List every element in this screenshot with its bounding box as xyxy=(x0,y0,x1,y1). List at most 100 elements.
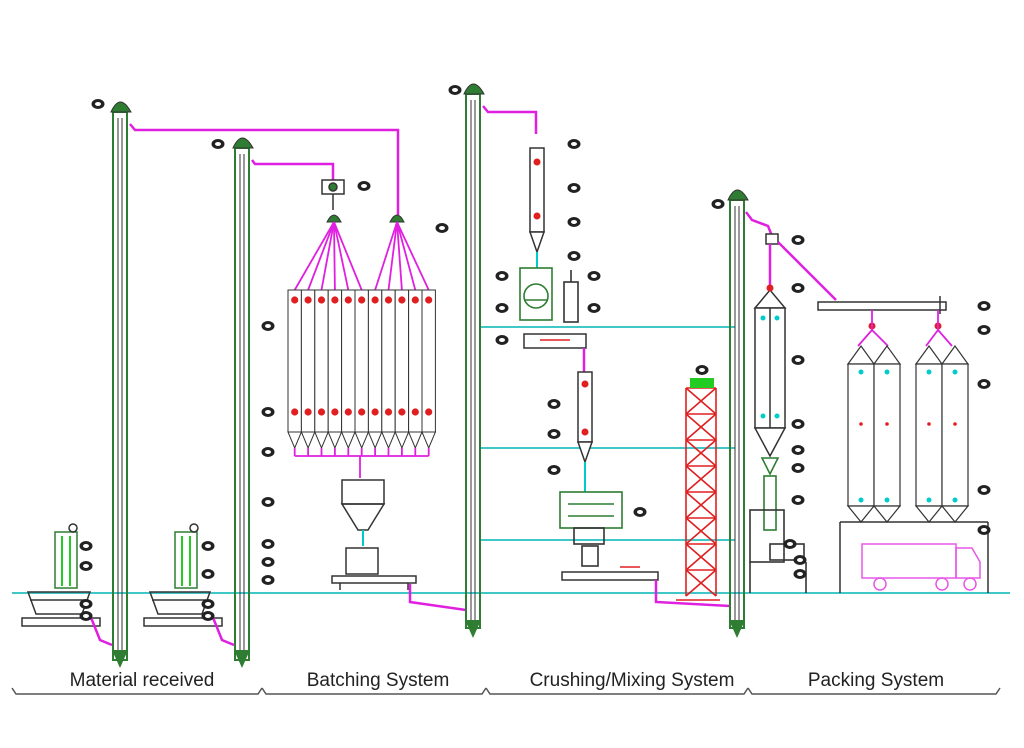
intake-pipes xyxy=(88,614,235,647)
callout-marker-center xyxy=(265,578,271,582)
scale-to-elevator-pipe xyxy=(408,584,467,612)
callout-marker-center xyxy=(265,542,271,546)
tower-brace xyxy=(685,543,717,571)
bin-level-marker xyxy=(384,408,393,416)
callout-marker-center xyxy=(797,558,803,562)
callout-marker-center xyxy=(715,202,721,206)
callout-marker-center xyxy=(215,142,221,146)
callout-marker-center xyxy=(83,564,89,568)
silo-bottom-mark xyxy=(952,497,958,503)
callout-marker-center xyxy=(571,220,577,224)
silo-mid-mark xyxy=(859,422,863,426)
fan-pipe xyxy=(396,221,417,291)
batching-bin-cone xyxy=(381,431,396,450)
crushing-mixing-area xyxy=(463,83,731,638)
callout-marker-center xyxy=(787,542,793,546)
distributor-heads xyxy=(326,214,405,223)
callout-marker-center xyxy=(591,306,597,310)
silo-top-mark xyxy=(926,369,932,375)
bin-level-marker xyxy=(291,408,299,416)
bin-level-marker xyxy=(291,296,299,304)
pre-crush-bin xyxy=(528,147,546,255)
bracket-packing xyxy=(747,687,1001,695)
bin-level-marker xyxy=(398,296,406,304)
callout-marker-center xyxy=(699,368,705,372)
silo-icon xyxy=(873,363,901,507)
bin-level-marker xyxy=(358,408,366,416)
silo-roof xyxy=(940,344,970,365)
tower-brace xyxy=(685,387,717,415)
callout-marker-center xyxy=(205,572,211,576)
batching-bin-cone xyxy=(354,431,370,450)
callout-marker-center xyxy=(83,544,89,548)
callout-marker-center xyxy=(591,274,597,278)
callout-marker-center xyxy=(571,254,577,258)
floor-lines xyxy=(12,326,1010,594)
callout-marker-center xyxy=(637,510,643,514)
callout-marker-center xyxy=(265,410,271,414)
callout-marker-center xyxy=(795,358,801,362)
callout-marker-center xyxy=(205,544,211,548)
callout-marker-center xyxy=(361,184,367,188)
conveyor-drop-pipes xyxy=(857,310,953,347)
callout-marker-center xyxy=(981,488,987,492)
bin-level-marker xyxy=(317,296,326,304)
pre-mix-bin-markers xyxy=(581,380,589,436)
silo-cone xyxy=(846,505,876,523)
bin-level-marker xyxy=(317,408,326,416)
mixer-to-elevator4-pipe xyxy=(654,580,731,608)
lattice-tower xyxy=(685,387,717,597)
batching-pipes xyxy=(129,123,400,215)
callout-marker-center xyxy=(265,450,271,454)
batching-bin-cone xyxy=(407,431,423,450)
silo-roof xyxy=(872,344,902,365)
callout-marker-center xyxy=(795,422,801,426)
bin-level-marker xyxy=(344,408,352,416)
bin-level-marker xyxy=(425,408,433,416)
callout-marker-center xyxy=(95,102,101,106)
fan-pipe xyxy=(293,221,335,291)
bin-level-marker xyxy=(425,296,433,304)
bin-level-marker xyxy=(331,408,339,416)
truck-icon xyxy=(861,543,981,591)
silo-icon xyxy=(915,363,943,507)
packing-bin-top-marker xyxy=(766,284,774,292)
pre-crush-bin-markers xyxy=(533,158,541,220)
callout-marker-center xyxy=(795,498,801,502)
batching-bin-cone xyxy=(300,431,316,450)
callout-marker-center xyxy=(551,468,557,472)
packing-bin-cyan-marks xyxy=(760,315,780,419)
section-brackets xyxy=(11,687,1001,695)
bracket-material xyxy=(11,687,263,695)
bracket-crushing xyxy=(485,687,749,695)
callout-marker-center xyxy=(795,286,801,290)
callout-marker-center xyxy=(981,528,987,532)
callout-marker-center xyxy=(265,560,271,564)
fan-pipe xyxy=(333,221,336,291)
silo-bottom-mark xyxy=(858,497,864,503)
silo-cone xyxy=(940,505,970,523)
bin-level-marker xyxy=(411,408,419,416)
batching-system-area xyxy=(129,123,467,612)
silo-mid-mark xyxy=(927,422,931,426)
material-received-area xyxy=(21,101,254,668)
bin-level-marker xyxy=(304,296,312,304)
batching-bin-cone xyxy=(340,431,356,450)
bulk-silos xyxy=(846,344,970,523)
packing-system-area xyxy=(727,189,989,638)
callout-marker-center xyxy=(205,602,211,606)
intake-pit-2 xyxy=(143,523,223,627)
section-label-crushing-mixing-system: Crushing/Mixing System xyxy=(529,670,735,691)
silo-top-mark xyxy=(884,369,890,375)
conveyor-drop-markers xyxy=(868,322,942,330)
callout-marker-center xyxy=(265,324,271,328)
tower-brace xyxy=(685,569,717,597)
callout-marker-center xyxy=(795,448,801,452)
callout-marker-center xyxy=(795,466,801,470)
silo-roof xyxy=(846,344,876,365)
batching-bin-cone xyxy=(314,431,329,450)
silo-top-mark xyxy=(858,369,864,375)
bin-level-marker xyxy=(371,296,379,304)
fan-pipe xyxy=(320,221,335,291)
